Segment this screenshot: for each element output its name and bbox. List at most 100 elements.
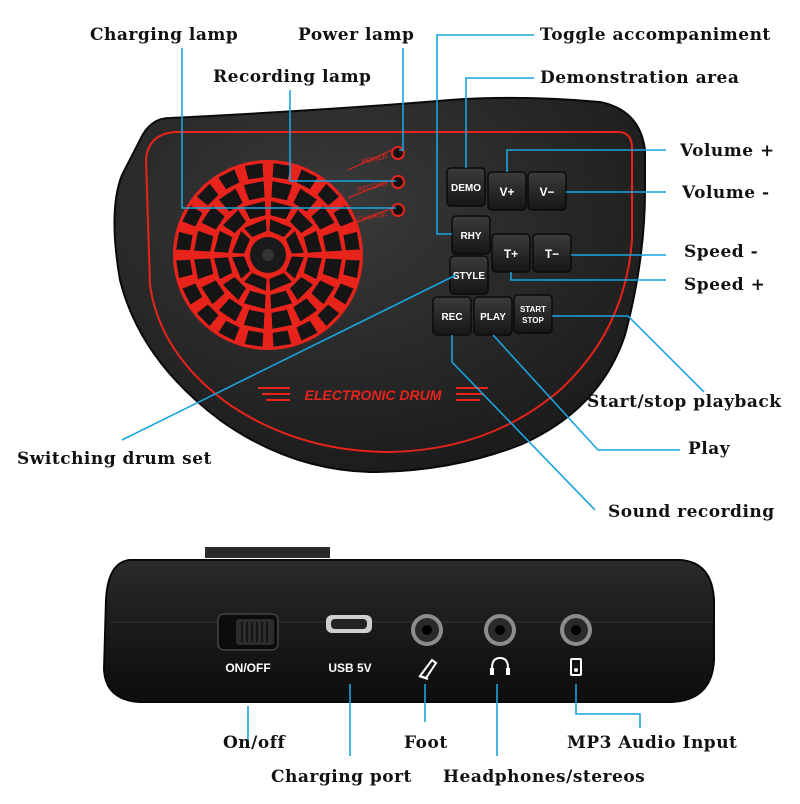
callout-demonstration-area: Demonstration area	[540, 68, 740, 88]
callout-charging-port: Charging port	[271, 767, 412, 787]
style-button-label: STYLE	[453, 271, 486, 282]
grille-hole	[201, 280, 225, 305]
button-cluster: DEMO V+ V− RHY T+ T−	[432, 167, 572, 336]
grille-hole	[317, 183, 340, 206]
grille-hole	[269, 273, 292, 291]
grille-hole	[182, 205, 203, 227]
onoff-label: ON/OFF	[225, 661, 270, 675]
grille-hole	[244, 219, 267, 237]
grille-hole	[311, 205, 335, 230]
callout-toggle-accompaniment: Toggle accompaniment	[540, 25, 771, 45]
charge-lamp	[391, 203, 405, 217]
side-panel-body	[102, 559, 715, 703]
grille-hole	[243, 181, 265, 201]
rhythm-button[interactable]: RHY	[451, 215, 491, 255]
callout-on-off: On/off	[223, 733, 286, 753]
headphones-jack[interactable]	[484, 614, 516, 646]
brand-speed-lines	[258, 387, 488, 401]
grille-hole	[232, 256, 250, 279]
grille-hole	[272, 163, 292, 180]
foot-pedal-icon	[418, 658, 438, 680]
grille-hole	[286, 256, 304, 279]
callout-sound-recording: Sound recording	[608, 502, 775, 522]
grille-hole	[296, 320, 318, 341]
grille-hole	[222, 277, 246, 301]
tempo-up-label: T+	[504, 247, 518, 261]
grille-hole	[290, 277, 314, 301]
record-button[interactable]: REC	[432, 296, 472, 336]
grille-hole	[222, 209, 246, 233]
leader-sound-recording	[451, 335, 596, 511]
tempo-down-button[interactable]: T−	[532, 233, 572, 273]
volume-down-button[interactable]: V−	[527, 171, 567, 211]
mp3-jack[interactable]	[560, 614, 592, 646]
grille-hole	[293, 298, 318, 322]
grille-hole	[343, 259, 360, 279]
grille-hole	[270, 290, 293, 309]
grille-hole	[176, 231, 193, 251]
volume-down-label: V−	[539, 185, 554, 199]
grille-hole	[333, 283, 354, 305]
mp3-player-icon	[570, 658, 582, 676]
demo-button[interactable]: DEMO	[446, 167, 486, 207]
grille-hole	[214, 230, 233, 253]
leader-lines	[121, 34, 705, 756]
grille-hole	[196, 304, 219, 327]
grille-hole	[343, 231, 360, 251]
speaker-grille	[173, 160, 363, 350]
usb-port[interactable]	[326, 615, 372, 633]
top-panel-red-outline	[144, 131, 633, 454]
grille-hole	[271, 181, 293, 201]
grille-hole	[311, 280, 335, 305]
leader-play	[492, 334, 680, 451]
power-switch[interactable]	[217, 613, 279, 651]
grille-hole	[272, 330, 292, 347]
grille-hole	[243, 309, 265, 329]
grille-hole	[322, 258, 342, 280]
grille-hole	[218, 298, 243, 322]
usb-label: USB 5V	[328, 661, 371, 675]
tempo-up-button[interactable]: T+	[491, 233, 531, 273]
drum-side-panel: ON/OFF USB 5V	[102, 547, 715, 703]
callout-recording-lamp: Recording lamp	[213, 67, 372, 87]
callout-switching-drum-set: Switching drum set	[17, 449, 212, 469]
lamp-label-lines	[347, 149, 393, 227]
callout-foot: Foot	[404, 733, 448, 753]
grille-hole	[322, 230, 342, 252]
grille-hole	[176, 259, 193, 279]
start-stop-button[interactable]: START STOP	[513, 294, 553, 334]
foot-jack[interactable]	[411, 614, 443, 646]
grille-hole	[196, 183, 219, 206]
leader-mp3	[575, 684, 641, 728]
grille-hole	[214, 257, 233, 280]
grille-hole	[194, 258, 214, 280]
grille-hole	[270, 201, 293, 220]
leader-speed-plus	[510, 272, 666, 281]
volume-up-button[interactable]: V+	[487, 171, 527, 211]
leader-switching-drum-set	[121, 274, 457, 441]
demo-button-label: DEMO	[451, 183, 481, 194]
grille-center-dot	[262, 249, 274, 261]
headphones-icon	[490, 656, 510, 675]
grille-hole	[293, 188, 318, 212]
style-button[interactable]: STYLE	[449, 255, 489, 295]
grille-hole	[303, 257, 322, 280]
rhythm-button-label: RHY	[460, 231, 481, 242]
play-button[interactable]: PLAY	[473, 296, 513, 336]
grille-hole	[243, 290, 266, 309]
grille-hole	[269, 219, 292, 237]
record-button-label: REC	[441, 312, 462, 323]
grille-hole	[333, 205, 354, 227]
leader-volume-plus	[506, 149, 666, 172]
callout-speed-plus: Speed +	[684, 275, 766, 295]
callout-play: Play	[688, 439, 731, 459]
grille-hole	[244, 273, 267, 291]
grille-hole	[271, 309, 293, 329]
tempo-down-label: T−	[545, 247, 559, 261]
grille-hole	[286, 231, 304, 254]
grille-holes	[176, 163, 360, 347]
leader-start-stop	[552, 315, 705, 393]
callout-start-stop-playback: Start/stop playback	[587, 392, 782, 412]
